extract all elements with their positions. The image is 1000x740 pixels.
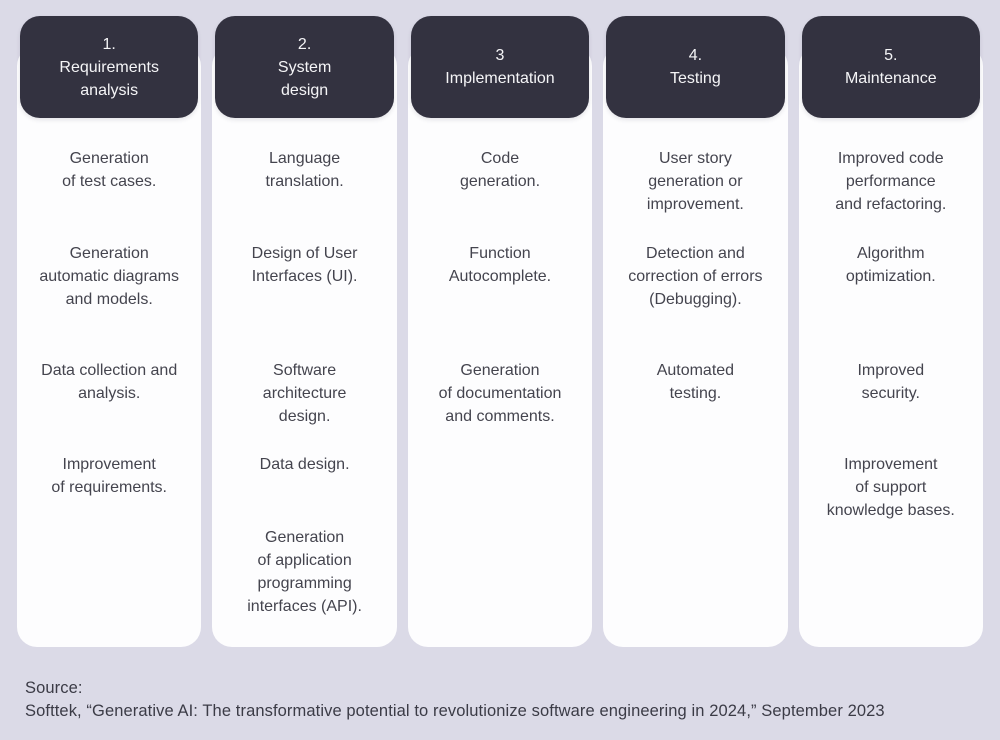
- source-note: Source: Softtek, “Generative AI: The tra…: [0, 677, 1000, 722]
- phase-header-testing: 4. Testing: [606, 16, 785, 118]
- phase-item: Software architecture design.: [262, 362, 347, 425]
- phase-item: Data collection and analysis.: [41, 362, 178, 402]
- phase-item: Function Autocomplete.: [448, 245, 552, 285]
- phase-item: Improved security.: [857, 362, 925, 402]
- column-card-testing: [603, 46, 788, 647]
- column-card-implementation: [407, 46, 593, 647]
- sdlc-phases-diagram: 1. Requirements analysis 2. System desig…: [17, 16, 983, 647]
- phase-item: Data design.: [259, 456, 350, 473]
- phase-item: Design of User Interfaces (UI).: [251, 245, 358, 285]
- column-card-maintenance: [798, 46, 983, 647]
- phase-header-maintenance: 5. Maintenance: [801, 16, 980, 118]
- phase-item: Algorithm optimization.: [845, 245, 936, 285]
- phase-item: User story generation or improvement.: [646, 150, 744, 213]
- phase-item: Improved code performance and refactorin…: [835, 150, 947, 213]
- phase-header-requirements-analysis: 1. Requirements analysis: [20, 16, 199, 118]
- column-card-requirements-analysis: [17, 46, 202, 647]
- phase-item: Language translation.: [265, 150, 344, 190]
- phase-item: Generation of application programming in…: [247, 529, 362, 615]
- phase-item: Improvement of requirements.: [51, 456, 167, 496]
- source-citation: Softtek, “Generative AI: The transformat…: [25, 701, 885, 720]
- column-card-system-design: [212, 46, 397, 647]
- phase-item: Automated testing.: [656, 362, 735, 402]
- phase-header-implementation: 3 Implementation: [410, 16, 590, 118]
- phase-item: Detection and correction of errors (Debu…: [628, 245, 763, 308]
- phase-item: Improvement of support knowledge bases.: [826, 456, 955, 519]
- phase-item: Generation automatic diagrams and models…: [39, 245, 179, 308]
- phase-item: Generation of documentation and comments…: [438, 362, 562, 425]
- phase-header-system-design: 2. System design: [215, 16, 394, 118]
- source-label: Source:: [25, 679, 83, 697]
- phase-item: Generation of test cases.: [62, 150, 157, 190]
- phase-item: Code generation.: [459, 150, 541, 190]
